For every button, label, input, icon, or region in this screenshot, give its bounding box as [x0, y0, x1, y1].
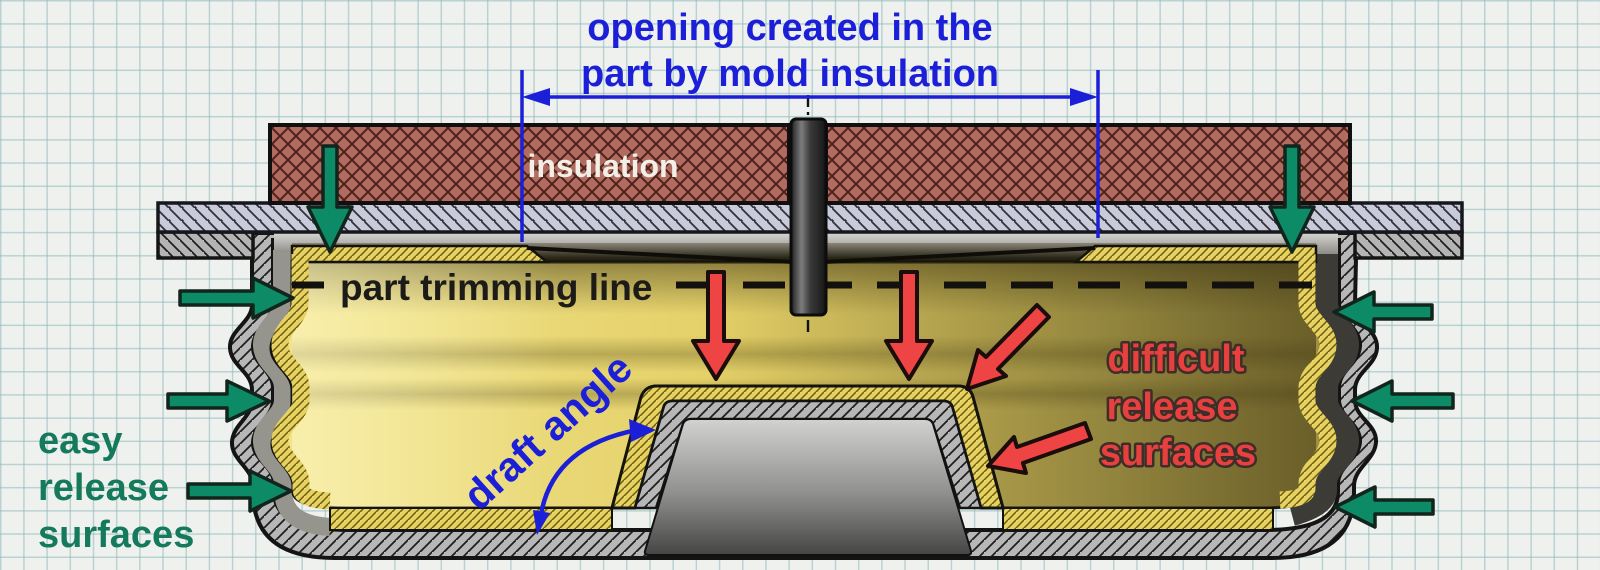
part-trimming-line-label: part trimming line [340, 267, 652, 308]
easy-release-arrows [166, 144, 1455, 529]
insulation-block-left [268, 123, 791, 205]
part-cut-band-left [271, 254, 331, 510]
part-cut-band-bottom-right [1002, 507, 1274, 531]
difficult-release-arrows [691, 270, 1093, 475]
part-cut-band-right [1279, 254, 1337, 509]
difficult-release-line-1: difficult [1107, 338, 1245, 380]
easy-release-line-1: easy [38, 420, 123, 462]
green-right-arrow-icon [186, 469, 293, 513]
dimension-arrowheads [522, 88, 1098, 106]
easy-release-line-2: release [38, 467, 169, 509]
green-left-arrow-icon [1332, 290, 1434, 334]
pin-body [789, 117, 828, 317]
green-down-arrow-icon [306, 144, 354, 254]
red-diagonal-arrow-icon [965, 303, 1051, 391]
red-diagonal-arrow-icon [986, 421, 1093, 475]
green-right-arrow-icon [178, 276, 295, 320]
part-cut-band-bottom-left [329, 507, 613, 531]
mold-inner-face-left [253, 250, 331, 536]
draft-angle-arc [533, 419, 656, 535]
part-lip-right [1072, 244, 1318, 264]
difficult-release-line-2: release [1106, 386, 1237, 428]
green-right-arrow-icon [166, 379, 271, 423]
arrowhead-left-icon [522, 88, 550, 106]
sheet-sag-line-right [824, 246, 1096, 264]
boss-interior [643, 418, 973, 556]
title-line-2: part by mold insulation [581, 53, 999, 95]
red-down-arrow-icon [884, 270, 934, 381]
center-pin [789, 95, 828, 333]
sheet-sag-line-left [526, 246, 794, 264]
difficult-release-line-3: surfaces [1100, 432, 1256, 474]
arc-arrowhead-bottom-icon [533, 510, 550, 535]
title-line-1: opening created in the [587, 7, 992, 49]
red-down-arrow-icon [691, 270, 741, 381]
release-gap-right [1288, 254, 1359, 526]
green-left-arrow-icon [1350, 379, 1455, 423]
mold-flange-right [1353, 230, 1464, 260]
green-left-arrow-icon [1333, 485, 1435, 529]
insulation-label: insulation [527, 148, 678, 184]
arrowhead-right-icon [1070, 88, 1098, 106]
mold-flange-left [156, 230, 255, 260]
insulation-block-right [824, 123, 1352, 205]
opening-dimension [520, 70, 1100, 242]
green-down-arrow-icon [1268, 144, 1316, 254]
easy-release-line-3: surfaces [38, 514, 194, 556]
arc-arrowhead-top-icon [629, 419, 656, 442]
